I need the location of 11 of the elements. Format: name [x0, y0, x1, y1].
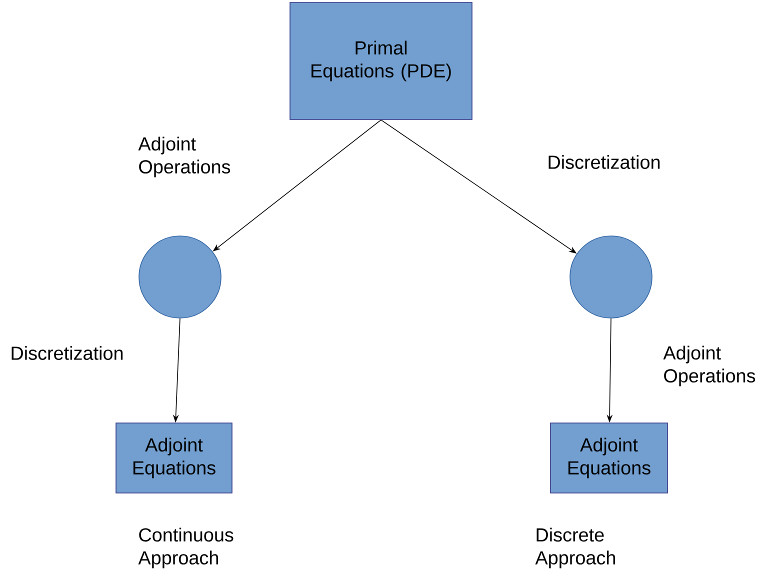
circle-shape: [570, 236, 652, 318]
circle-shape: [138, 236, 222, 318]
process-box: Adjoint Equations: [116, 422, 232, 494]
caption-text: Discrete Approach: [535, 528, 615, 568]
process-box: Primal Equations (PDE): [290, 2, 472, 120]
edge-label: Adjoint Operations: [663, 346, 756, 386]
caption-text: Continuous Approach: [138, 528, 234, 568]
edge-label: Discretization: [12, 346, 123, 360]
process-box: Adjoint Equations: [550, 422, 668, 494]
edge-label: Adjoint Operations: [138, 136, 230, 178]
edge-label: Discretization: [548, 155, 660, 169]
